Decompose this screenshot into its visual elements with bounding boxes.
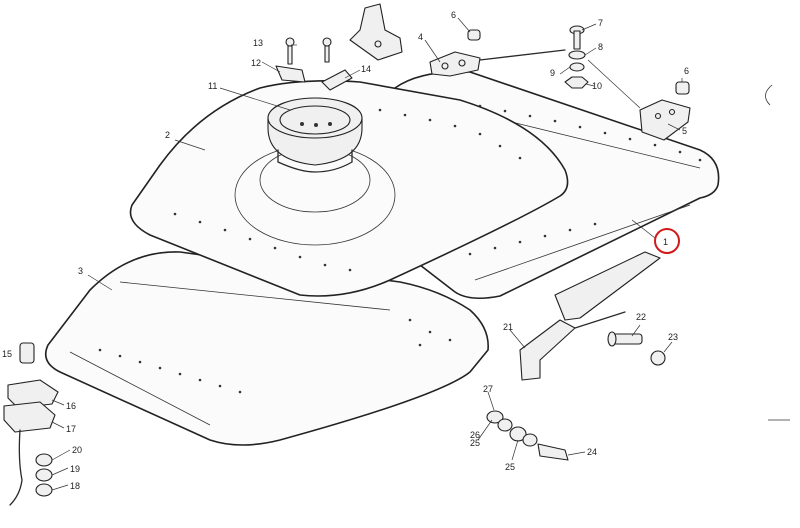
callout-6-top: 6 — [451, 10, 456, 20]
callout-9: 9 — [550, 68, 555, 78]
callout-25-upper: 25 — [470, 438, 480, 448]
bushing-6-top — [467, 29, 481, 41]
callout-24: 24 — [587, 447, 597, 457]
highlight-circle — [654, 228, 680, 254]
callout-17: 17 — [66, 424, 76, 434]
callout-22: 22 — [636, 312, 646, 322]
callout-6-right: 6 — [684, 66, 689, 76]
callout-12: 12 — [251, 58, 261, 68]
callout-8: 8 — [598, 42, 603, 52]
callout-5: 5 — [682, 126, 687, 136]
hinge-4 — [429, 49, 566, 77]
bolt-13b — [322, 37, 332, 63]
bracket-12 — [275, 65, 306, 83]
callout-4: 4 — [418, 32, 423, 42]
callout-26: 26 — [470, 430, 480, 440]
callout-27: 27 — [483, 384, 493, 394]
bolt-stack-7-10 — [564, 25, 589, 89]
hinge-5 — [639, 99, 691, 141]
callout-15: 15 — [2, 349, 12, 359]
callout-1-highlight[interactable]: 1 — [654, 228, 680, 254]
callout-11: 11 — [208, 81, 217, 91]
callout-2: 2 — [165, 130, 170, 140]
hinge-bracket-top — [349, 3, 403, 61]
callout-13: 13 — [253, 38, 263, 48]
bolt-13 — [285, 37, 295, 65]
callout-20: 20 — [72, 445, 82, 455]
stay-arm-21 — [519, 251, 661, 381]
callout-labels: 2 3 4 5 6 6 7 8 9 10 11 12 13 14 15 16 1… — [2, 10, 689, 491]
callout-16: 16 — [66, 401, 76, 411]
callout-23: 23 — [668, 332, 678, 342]
callout-19: 19 — [70, 464, 80, 474]
clip-14 — [321, 69, 353, 91]
callout-14: 14 — [361, 64, 371, 74]
hatch-ring-assembly — [267, 97, 363, 173]
bolt-stack-24-27 — [486, 410, 569, 461]
callout-18: 18 — [70, 481, 80, 491]
callout-7: 7 — [598, 18, 603, 28]
panel-3-hatch-cover — [44, 251, 489, 446]
panel-2-hatch-cover — [129, 80, 569, 297]
scan-artifacts — [765, 84, 790, 421]
callout-10: 10 — [592, 81, 602, 91]
bushing-6-right — [675, 81, 690, 95]
leader-lines — [51, 17, 683, 491]
callout-25-lower: 25 — [505, 462, 515, 472]
pin-22 — [607, 331, 643, 347]
latch-assembly-left — [3, 342, 59, 506]
callout-3: 3 — [78, 266, 83, 276]
washer-23 — [650, 350, 666, 366]
callout-21: 21 — [503, 322, 513, 332]
callout-1: 1 — [663, 237, 668, 247]
